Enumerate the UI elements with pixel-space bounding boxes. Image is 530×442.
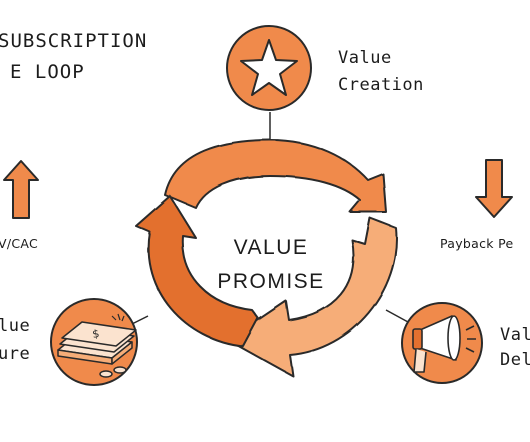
metric-left-label: V/CAC xyxy=(0,236,39,251)
node-value-capture: $ xyxy=(50,298,138,386)
megaphone-icon xyxy=(412,315,476,373)
node-value-creation xyxy=(226,25,312,111)
node-delivery-label-line1: Val xyxy=(500,325,530,345)
up-arrow-icon xyxy=(3,160,39,219)
cycle-arrow-left xyxy=(135,195,259,347)
cycle-arrow-right xyxy=(227,217,398,377)
metric-right-label: Payback Pe xyxy=(440,236,514,251)
down-arrow-icon xyxy=(475,159,513,218)
node-creation-label-line1: Value xyxy=(338,48,392,68)
cycle-arrow-top xyxy=(164,139,387,213)
node-capture-label-line2: ure xyxy=(0,344,31,364)
star-icon xyxy=(240,39,298,96)
node-value-delivery xyxy=(401,302,483,384)
svg-text:$: $ xyxy=(91,327,100,341)
center-label-line1: VALUE xyxy=(233,236,309,259)
diagram-title-line2: E LOOP xyxy=(10,61,85,83)
node-creation-label-line2: Creation xyxy=(338,75,424,95)
node-capture-label-line1: lue xyxy=(0,316,31,336)
connector-delivery xyxy=(385,309,409,323)
center-label-line2: PROMISE xyxy=(217,270,325,293)
diagram-title-line1: SUBSCRIPTION xyxy=(0,30,148,52)
node-delivery-label-line2: Del xyxy=(500,350,530,370)
money-stack-icon: $ xyxy=(57,313,137,378)
